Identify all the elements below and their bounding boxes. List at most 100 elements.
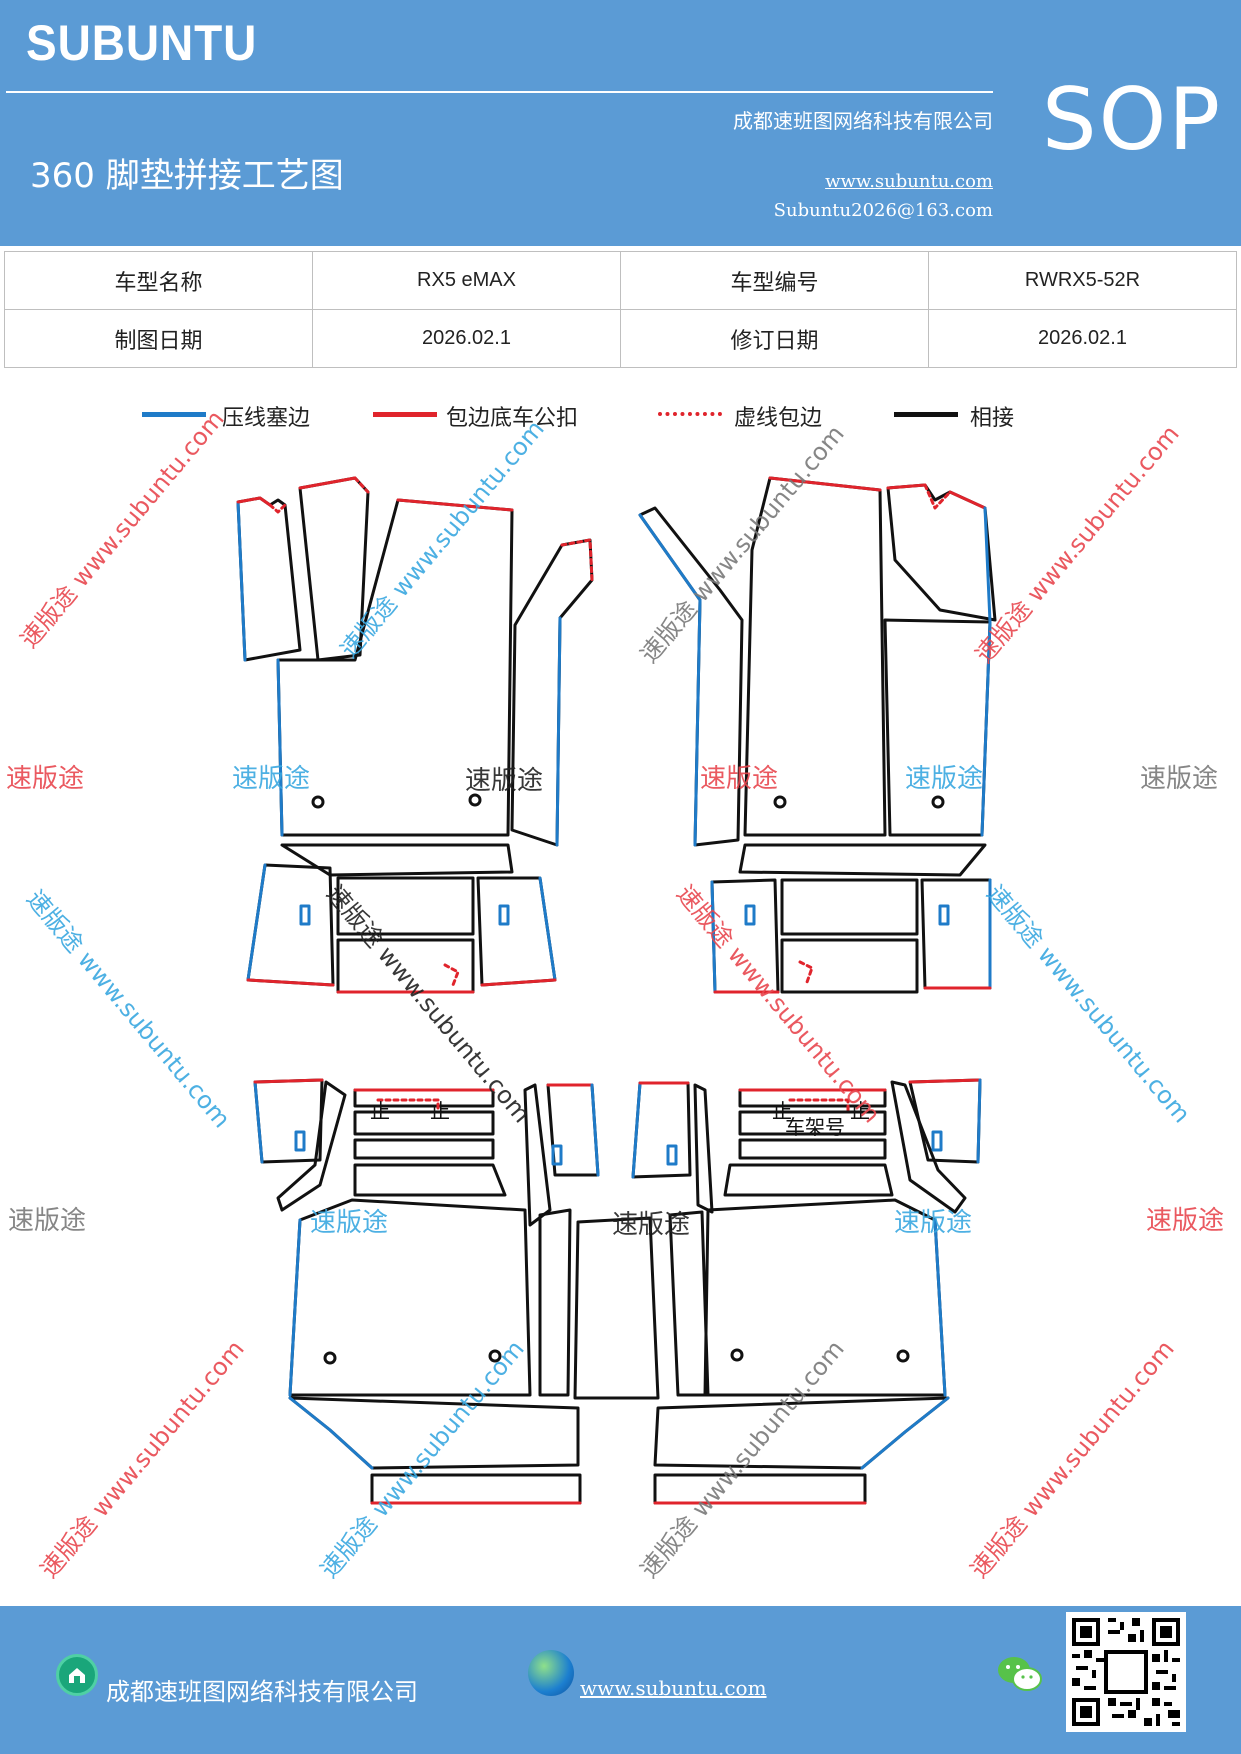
mat-hole xyxy=(730,1348,744,1362)
mat-panel-fl-rear xyxy=(280,843,514,877)
watermark: 速版途 xyxy=(310,1208,389,1238)
mat-panel-fr-lower-mid2 xyxy=(780,938,919,994)
mat-slot xyxy=(744,904,756,926)
mat-panel-fr-rear xyxy=(738,843,987,877)
mat-slot xyxy=(299,904,311,926)
model-name-value: RX5 eMAX xyxy=(312,251,621,310)
page-footer: 成都速班图网络科技有限公司 www.subuntu.com xyxy=(0,1606,1241,1754)
mat-panel-rl-bar2 xyxy=(353,1110,495,1136)
page-header: SUBUNTU 360 脚垫拼接工艺图 成都速班图网络科技有限公司 www.su… xyxy=(0,0,1241,246)
mat-hole xyxy=(311,795,325,809)
mat-slot xyxy=(294,1130,306,1152)
revise-date-value: 2026.02.1 xyxy=(928,309,1237,368)
mat-edge xyxy=(376,1098,440,1114)
mat-edge xyxy=(253,1078,324,1084)
watermark: 速版途 xyxy=(894,1208,973,1238)
legend-wrap-edge: 包边底车公扣 xyxy=(446,406,579,431)
legend-joint: 相接 xyxy=(970,406,1015,431)
brand-logo: SUBUNTU xyxy=(26,15,258,71)
model-code-label: 车型编号 xyxy=(620,251,929,310)
mat-edge xyxy=(798,960,814,987)
draw-date-label: 制图日期 xyxy=(4,309,313,368)
email-address[interactable]: Subuntu2026@163.com xyxy=(773,200,993,221)
mat-edge xyxy=(538,876,557,982)
legend-press-line: 压线塞边 xyxy=(222,406,311,431)
watermark: 速版途 xyxy=(905,764,984,794)
mat-edge xyxy=(948,490,987,510)
mat-hole xyxy=(931,795,945,809)
mat-panel-fl-tunnel xyxy=(510,538,594,847)
legend-dotted-edge: 虚线包边 xyxy=(734,406,823,431)
mat-slot xyxy=(931,1130,943,1152)
watermark: 速版途 xyxy=(700,764,779,794)
mat-edge xyxy=(638,513,702,847)
mat-edge xyxy=(590,1083,600,1177)
stop-mark-b: 止 xyxy=(430,1099,450,1123)
watermark: 速版途 xyxy=(1140,764,1219,794)
mat-edge xyxy=(923,483,952,510)
qr-code xyxy=(1066,1612,1186,1732)
vehicle-info-table: 车型名称 RX5 eMAX 车型编号 RWRX5-52R 制图日期 2026.0… xyxy=(4,251,1237,368)
mat-edge xyxy=(631,1081,642,1179)
globe-icon xyxy=(528,1650,574,1696)
stop-mark-c: 止 xyxy=(772,1099,792,1123)
mat-edge xyxy=(908,1078,982,1084)
legend-wrap-edge-swatch xyxy=(373,412,437,417)
watermark: 速版途 xyxy=(6,764,85,794)
mat-edge xyxy=(276,658,284,837)
footer-website-link[interactable]: www.subuntu.com xyxy=(580,1676,767,1700)
mat-slot xyxy=(666,1144,678,1166)
mat-edge xyxy=(976,1078,982,1164)
mat-edge xyxy=(443,963,460,987)
revise-date-label: 修订日期 xyxy=(620,309,929,368)
mat-panel-fl-kick xyxy=(236,496,302,662)
mat-hole xyxy=(468,793,482,807)
mat-panel-rr-side xyxy=(693,1083,714,1214)
mat-slot xyxy=(551,1144,563,1166)
watermark: 速版途 xyxy=(8,1206,87,1236)
mat-panel-rl-bar4 xyxy=(353,1163,507,1197)
mat-panel-rr-corner-left xyxy=(631,1081,692,1179)
mat-edge xyxy=(480,978,557,987)
wechat-icon[interactable] xyxy=(996,1654,1044,1694)
line-legend: 压线塞边 包边底车公扣 虚线包边 相接 xyxy=(0,400,1241,440)
mat-edge xyxy=(980,506,992,837)
mat-slot xyxy=(498,904,510,926)
table-row: 车型名称 RX5 eMAX 车型编号 RWRX5-52R xyxy=(4,251,1237,310)
mat-hole xyxy=(896,1349,910,1363)
legend-joint-swatch xyxy=(894,412,958,417)
legend-dotted-edge-swatch xyxy=(658,412,722,416)
stop-mark-d: 止 xyxy=(850,1099,870,1123)
mat-edge xyxy=(933,1218,947,1397)
website-link[interactable]: www.subuntu.com xyxy=(825,171,993,192)
company-name: 成都速班图网络科技有限公司 xyxy=(733,109,993,133)
mat-edge xyxy=(710,880,717,994)
mat-edge xyxy=(768,476,882,492)
model-name-label: 车型名称 xyxy=(4,251,313,310)
chassis-number-label: 车架号 xyxy=(785,1115,845,1139)
mat-edge xyxy=(253,1080,264,1164)
model-code-value: RWRX5-52R xyxy=(928,251,1237,310)
table-row: 制图日期 2026.02.1 修订日期 2026.02.1 xyxy=(4,309,1237,368)
legend-press-line-swatch xyxy=(142,412,206,417)
mat-edge xyxy=(560,538,594,582)
mat-panel-center-tunnel xyxy=(573,1216,660,1400)
mat-edge xyxy=(246,863,267,982)
mat-panel-rr-bar3 xyxy=(738,1138,887,1160)
mat-edge xyxy=(788,1098,850,1114)
watermark: 速版途 xyxy=(465,766,544,796)
watermark: 速版途 xyxy=(232,764,311,794)
mat-panel-fr-lower-mid xyxy=(780,878,919,936)
mat-edge xyxy=(288,1218,302,1397)
mat-panel-rl-bar3 xyxy=(353,1138,495,1160)
mat-panel-rr-wedge xyxy=(890,1080,967,1214)
stop-mark-a: 止 xyxy=(370,1099,390,1123)
draw-date-value: 2026.02.1 xyxy=(312,309,621,368)
mat-edge xyxy=(236,500,247,662)
floor-mat-diagram: 止 止 止 止 车架号 xyxy=(236,476,997,1505)
mat-edge xyxy=(246,978,335,987)
header-divider xyxy=(6,91,993,93)
mat-hole xyxy=(488,1349,502,1363)
mat-edge xyxy=(288,1396,374,1470)
mat-panel-rl-wedge xyxy=(276,1080,347,1212)
